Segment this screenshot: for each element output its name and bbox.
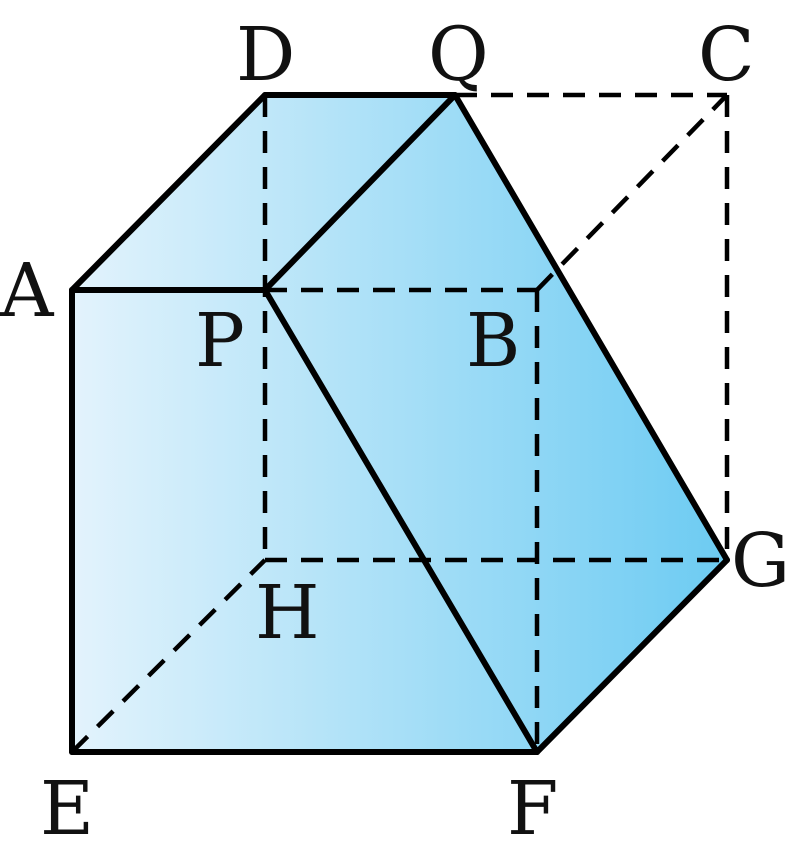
edge-PF [262,287,540,755]
vertex-labels: D Q C A P B G H E F [0,12,790,852]
label-E: E [40,766,94,852]
edge-EH [70,558,267,754]
label-D: D [236,12,295,98]
label-H: H [255,570,320,656]
hidden-edges [70,92,730,754]
edge-PQ [262,92,458,293]
edge-QG [452,92,730,563]
edge-BC [535,93,729,292]
label-Q: Q [428,12,489,98]
label-C: C [698,12,755,98]
label-G: G [731,518,790,604]
label-P: P [195,298,245,384]
visible-edges [69,92,730,755]
label-A: A [0,248,55,334]
edge-AD [69,92,268,293]
label-F: F [507,766,558,852]
edge-FG [534,557,730,755]
label-B: B [466,298,520,384]
